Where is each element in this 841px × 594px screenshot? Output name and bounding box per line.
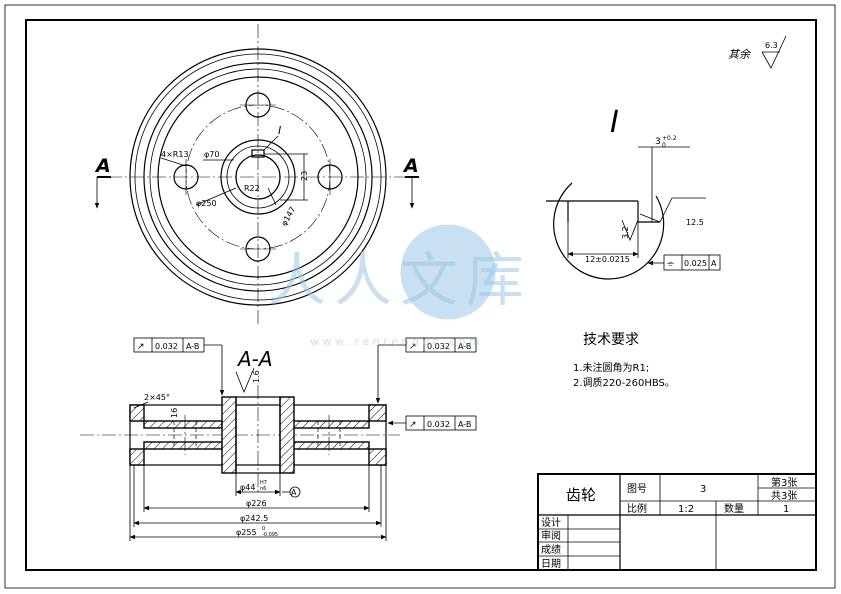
svg-text:0.032: 0.032 [427,420,450,429]
rough-bore: 1.6 [252,370,261,383]
detail-label: I [610,105,619,140]
svg-text:0.032: 0.032 [155,342,178,351]
section-view: A-A 16 2×45° 1.6 [80,337,477,541]
outer-border [4,4,836,589]
dim-d147: φ147 [279,205,297,227]
dim-depth: 3 [655,137,661,147]
dim-d226: φ226 [246,499,267,508]
front-view: A A I 4×R13 φ70 R22 φ250 φ147 23 [94,24,419,325]
dim-d255: φ255 [236,528,257,537]
rough-bottom: 12.5 [686,218,704,227]
technical-requirements: 技术要求 1.未注圆角为R1; 2.调质220-260HBS。 [573,332,675,389]
drawing-no-label: 图号 [627,483,647,495]
dim-d255-tol-upper: 0 [262,526,265,532]
svg-text:↗: ↗ [409,342,417,352]
svg-text:0.032: 0.032 [427,342,450,351]
qty-value: 1 [783,504,789,515]
svg-text:A-B: A-B [186,342,199,351]
datum-mark: A [291,488,297,497]
watermark-url: w w w . r e n r e n d o c . c o m [310,335,480,348]
tol-frame-right: ↗ 0.032 A-B [387,415,477,431]
dim-bore-fit-upper: H7 [260,480,267,486]
svg-text:A-B: A-B [458,342,471,351]
title-block: 齿轮 图号 3 第3张 共3张 比例 1:2 数量 1 设计 审阅 成绩 日期 [537,473,817,571]
dim-keyway: 23 [300,171,309,181]
part-name: 齿轮 [566,486,596,504]
role-design: 设计 [541,516,561,529]
svg-text:A-B: A-B [458,420,471,429]
dim-hole: 16 [170,408,179,418]
dim-depth-tol: +0.2 [662,135,677,142]
tol-frame-left: ↗ 0.032 A-B [133,337,225,396]
role-date: 日期 [541,558,561,570]
dim-depth-tol-low: 0 [662,142,666,149]
gear-tip-circle [129,48,387,306]
hub-outer-circle [220,139,296,215]
dim-d70: φ70 [204,150,219,159]
bore-circle [235,154,281,200]
tol-datum-detail: A [711,259,717,268]
dim-holes: 4×R13 [161,150,189,159]
watermark: 人人文库 w w w . r e n r e n d o c . c o m [268,224,532,348]
drawing-no: 3 [700,484,706,495]
detail-marker-label: I [278,124,281,137]
roughness-note: 其余 6.3 [728,35,787,69]
sheet-no: 第3张 [771,476,797,489]
dim-d255-tol-lower: -0.095 [262,532,278,538]
qty-label: 数量 [724,502,744,515]
section-letter-right: A [402,155,419,177]
tol-value-detail: 0.025 [684,259,707,268]
lightening-holes [173,92,343,262]
scale-value: 1:2 [678,504,694,515]
dim-r22: R22 [244,184,260,193]
keyway [251,149,265,158]
svg-text:↗: ↗ [409,420,417,430]
rough-side: 3.2 [621,226,630,239]
detail-view: I 12±0.0215 3 +0.2 0 3.2 12.5 ⌯ 0.025 A [546,105,721,280]
role-review: 审阅 [541,529,561,542]
tech-req-item-1: 1.未注圆角为R1; [573,361,649,374]
watermark-brand: 人人文库 [268,246,532,314]
dim-bore: φ44 [240,483,255,492]
tech-req-item-2: 2.调质220-260HBS。 [573,377,675,389]
section-title: A-A [236,347,273,371]
rim-outer-circle [143,62,373,292]
dim-chamfer: 2×45° [144,393,170,402]
roughness-label: 其余 [728,48,752,61]
dim-width: 12±0.0215 [585,255,630,264]
dim-bore-fit-lower: n6 [260,486,266,492]
sheet-total: 共3张 [771,490,797,502]
section-letter-left: A [94,155,111,177]
scale-label: 比例 [627,502,647,515]
tol-frame-detail [663,254,721,271]
inner-border [25,19,817,571]
rim-inner-circle [157,76,359,278]
dim-d2425: φ242.5 [240,514,268,523]
tol-frame-top-right: ↗ 0.032 A-B [375,337,477,404]
svg-text:↗: ↗ [137,342,145,352]
tol-symbol-detail: ⌯ [667,259,675,269]
dim-d250: φ250 [196,199,217,208]
roughness-value: 6.3 [765,41,778,50]
role-grade: 成绩 [541,543,561,556]
tech-req-title: 技术要求 [583,332,639,348]
